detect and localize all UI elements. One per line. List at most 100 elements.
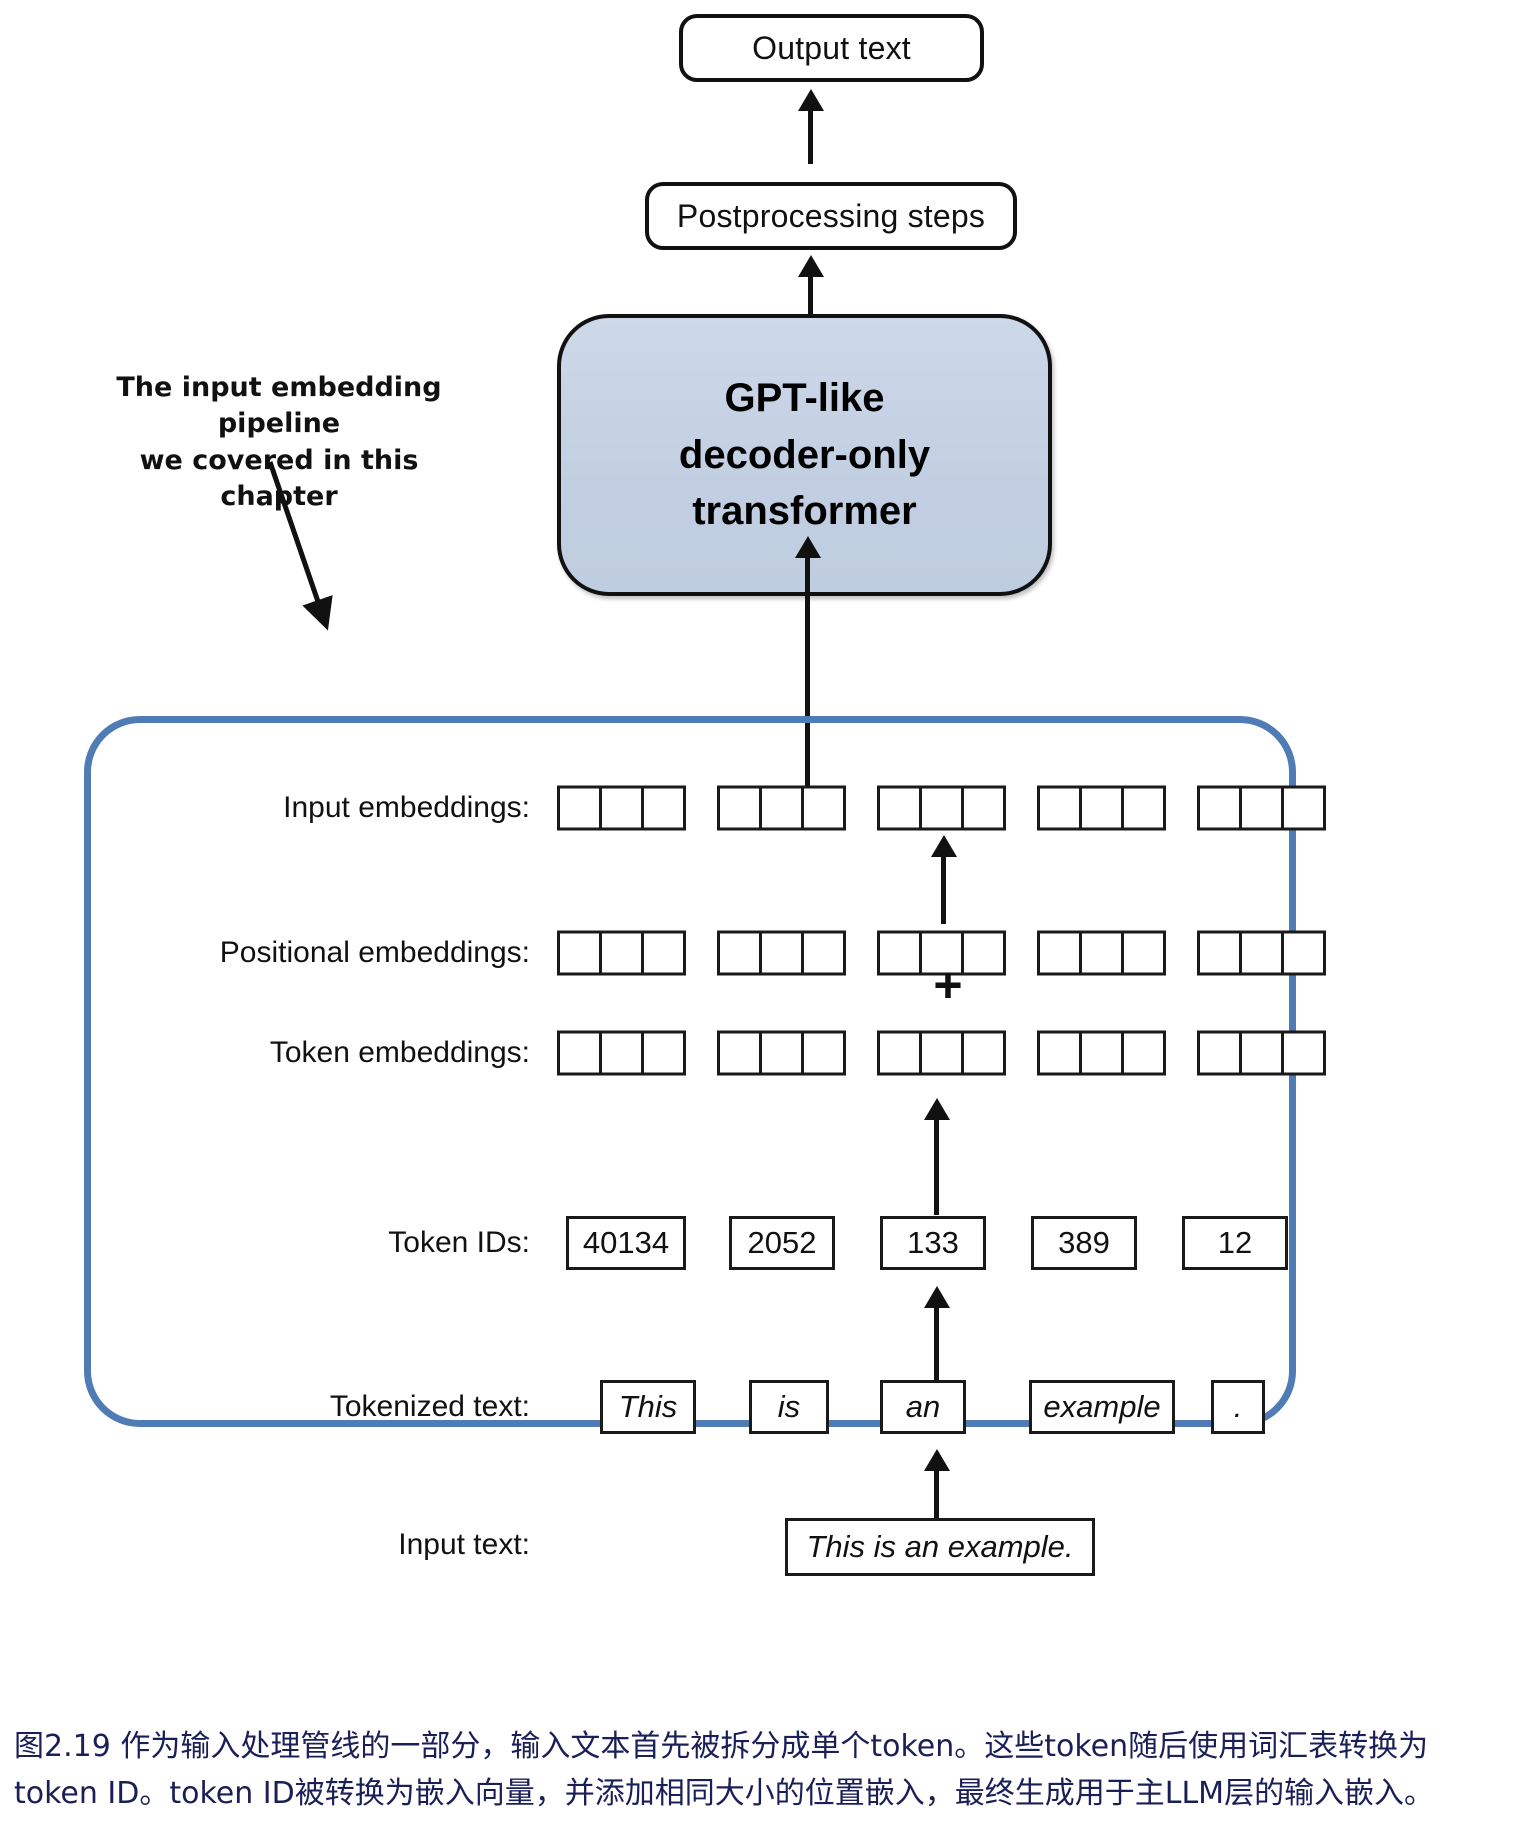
embedding-cell: [759, 1030, 804, 1076]
embedding-cell: [1197, 1030, 1242, 1076]
embedding-cell: [1037, 785, 1082, 831]
row-label-input-embeddings: Input embeddings:: [283, 791, 530, 824]
embedding-cell: [877, 1030, 922, 1076]
arrow-input-text-to-tokens: [934, 1466, 939, 1552]
embedding-cell: [1037, 1030, 1082, 1076]
arrow-tokens-to-token-ids: [934, 1303, 939, 1393]
embedding-cell: [961, 785, 1006, 831]
embedding-group: [877, 1030, 1006, 1076]
embedding-group: [1197, 785, 1326, 831]
embedding-group: [1197, 930, 1326, 976]
embedding-cell: [877, 930, 922, 976]
embedding-cell: [599, 930, 644, 976]
embedding-cell: [1281, 1030, 1326, 1076]
row-label-token-embeddings: Token embeddings:: [269, 1036, 530, 1069]
embedding-cell: [1121, 930, 1166, 976]
embedding-cell: [557, 1030, 602, 1076]
input-text-row: This is an example.: [0, 1518, 1514, 1576]
input-text-box: This is an example.: [785, 1518, 1095, 1576]
caption-line-2: token ID。token ID被转换为嵌入向量，并添加相同大小的位置嵌入，最…: [14, 1775, 1435, 1811]
input-embeddings-cells: [557, 785, 1326, 831]
caption-line-1: 图2.19 作为输入处理管线的一部分，输入文本首先被拆分成单个token。这些t…: [14, 1729, 1429, 1764]
embedding-group: [1037, 930, 1166, 976]
embedding-cell: [1197, 785, 1242, 831]
embedding-cell: [1281, 930, 1326, 976]
embedding-cell: [1281, 785, 1326, 831]
row-label-positional-embeddings: Positional embeddings:: [219, 936, 530, 969]
embedding-cell: [1079, 930, 1124, 976]
embedding-cell: [801, 1030, 846, 1076]
embedding-cell: [1197, 930, 1242, 976]
embedding-cell: [557, 785, 602, 831]
embedding-cell: [1121, 1030, 1166, 1076]
embedding-cell: [599, 785, 644, 831]
plus-icon: +: [933, 957, 963, 1013]
embedding-cell: [961, 1030, 1006, 1076]
embedding-cell: [641, 930, 686, 976]
token-id-box: 389: [1031, 1216, 1137, 1270]
embedding-group: [557, 930, 686, 976]
gpt-block-line-1: GPT-like: [724, 375, 885, 420]
embedding-cell: [961, 930, 1006, 976]
embedding-cell: [801, 930, 846, 976]
arrow-token-ids-to-token-embeddings: [934, 1115, 939, 1215]
arrow-embeddings-to-model: [805, 553, 810, 808]
embedding-cell: [1239, 1030, 1284, 1076]
annotation-line-1: The input embedding pipeline: [116, 372, 442, 440]
arrow-postprocessing-to-output: [808, 106, 813, 164]
gpt-block-line-2: decoder-only: [678, 432, 931, 477]
embedding-group: [877, 785, 1006, 831]
embedding-cell: [919, 1030, 964, 1076]
embedding-group: [557, 785, 686, 831]
embedding-cell: [599, 1030, 644, 1076]
embedding-group: [717, 1030, 846, 1076]
embedding-cell: [1239, 930, 1284, 976]
embedding-group: [717, 930, 846, 976]
token-ids-row: 40134 2052 133 389 12: [0, 1216, 1514, 1270]
token-box: is: [749, 1380, 829, 1434]
output-text-box: Output text: [679, 14, 984, 82]
tokenized-text-row: This is an example .: [0, 1380, 1514, 1434]
embedding-cell: [1121, 785, 1166, 831]
embedding-cell: [801, 785, 846, 831]
embedding-cell: [1079, 785, 1124, 831]
token-box: This: [600, 1380, 696, 1434]
arrow-sum-to-input-embeddings: [941, 852, 946, 924]
gpt-block-line-3: transformer: [692, 489, 917, 534]
embedding-cell: [1239, 785, 1284, 831]
token-id-box: 133: [880, 1216, 986, 1270]
token-id-box: 40134: [566, 1216, 686, 1270]
embedding-group: [1037, 785, 1166, 831]
embedding-group: [1037, 1030, 1166, 1076]
token-id-box: 12: [1182, 1216, 1288, 1270]
arrow-model-to-postprocessing: [808, 272, 813, 328]
embedding-cell: [717, 930, 762, 976]
row-label-input-text: Input text:: [398, 1528, 530, 1561]
embedding-cell: [759, 785, 804, 831]
positional-embeddings-cells: [557, 930, 1326, 976]
row-label-tokenized-text: Tokenized text:: [329, 1390, 530, 1423]
token-box: an: [880, 1380, 966, 1434]
token-id-box: 2052: [729, 1216, 835, 1270]
embedding-cell: [877, 785, 922, 831]
annotation-arrow-icon: [267, 461, 333, 631]
token-embeddings-cells: [557, 1030, 1326, 1076]
embedding-cell: [717, 785, 762, 831]
token-box: .: [1211, 1380, 1265, 1434]
embedding-group: [877, 930, 1006, 976]
embedding-cell: [759, 930, 804, 976]
embedding-cell: [641, 1030, 686, 1076]
figure-caption: 图2.19 作为输入处理管线的一部分，输入文本首先被拆分成单个token。这些t…: [14, 1724, 1504, 1817]
row-label-token-ids: Token IDs:: [388, 1226, 530, 1259]
embedding-cell: [641, 785, 686, 831]
embedding-cell: [1079, 1030, 1124, 1076]
output-text-label: Output text: [752, 29, 911, 66]
postprocessing-steps-box: Postprocessing steps: [645, 182, 1017, 250]
embedding-group: [717, 785, 846, 831]
annotation-line-2: we covered in this chapter: [139, 444, 419, 513]
token-box: example: [1029, 1380, 1175, 1434]
embedding-cell: [717, 1030, 762, 1076]
embedding-group: [1197, 1030, 1326, 1076]
postprocessing-steps-label: Postprocessing steps: [676, 197, 986, 234]
embedding-cell: [919, 785, 964, 831]
